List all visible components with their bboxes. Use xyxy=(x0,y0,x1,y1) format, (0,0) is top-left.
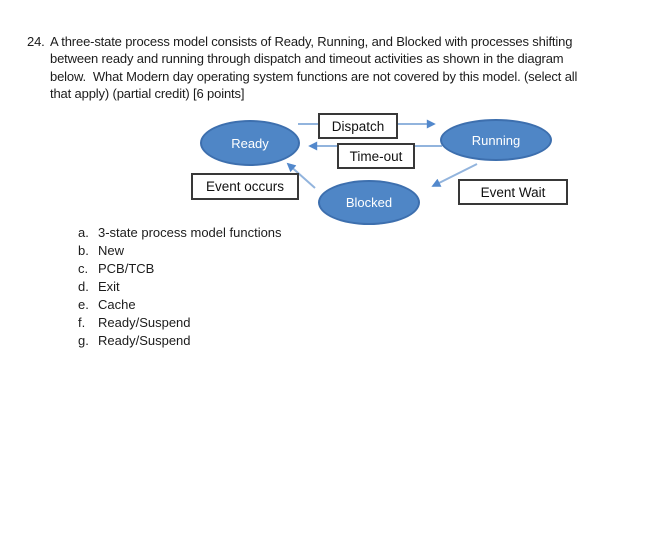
option-row: c. PCB/TCB xyxy=(78,260,282,278)
option-text: Exit xyxy=(98,279,120,294)
option-row: f. Ready/Suspend xyxy=(78,314,282,332)
transition-label-dispatch: Dispatch xyxy=(318,113,398,139)
option-letter: b. xyxy=(78,243,89,258)
option-letter: c. xyxy=(78,261,89,276)
option-letter: d. xyxy=(78,279,89,294)
transition-label-timeout: Time-out xyxy=(337,143,415,169)
option-text: PCB/TCB xyxy=(98,261,155,276)
option-text: Cache xyxy=(98,297,136,312)
option-row: g. Ready/Suspend xyxy=(78,332,282,350)
option-text: New xyxy=(98,243,125,258)
state-ellipse-ready: Ready xyxy=(200,120,300,166)
question-line: between ready and running through dispat… xyxy=(50,51,564,67)
option-text: 3-state process model functions xyxy=(98,225,282,240)
option-letter: e. xyxy=(78,297,89,312)
question-line: A three-state process model consists of … xyxy=(50,34,573,49)
question-line: that apply) (partial credit) [6 points] xyxy=(50,86,245,102)
transition-label-event-wait: Event Wait xyxy=(458,179,568,205)
option-row: e. Cache xyxy=(78,296,282,314)
option-text: Ready/Suspend xyxy=(98,333,191,348)
arrow-event-occurs-blocked-to-ready xyxy=(286,162,316,189)
options-list: a. 3-state process model functions b. Ne… xyxy=(78,224,282,350)
state-ellipse-running: Running xyxy=(440,119,552,161)
option-letter: f. xyxy=(78,315,86,330)
option-letter: g. xyxy=(78,333,89,348)
option-text: Ready/Suspend xyxy=(98,315,191,330)
question-text: A three-state process model consists of … xyxy=(50,33,577,103)
state-ellipse-blocked: Blocked xyxy=(318,180,420,225)
option-row: d. Exit xyxy=(78,278,282,296)
transition-label-event-occurs: Event occurs xyxy=(191,173,299,200)
question-number: 24. xyxy=(27,34,45,49)
option-row: b. New xyxy=(78,242,282,260)
question-block: 24. A three-state process model consists… xyxy=(27,33,577,103)
question-line: below. What Modern day operating system … xyxy=(50,68,578,84)
option-row: a. 3-state process model functions xyxy=(78,224,282,242)
option-letter: a. xyxy=(78,225,89,240)
arrow-event-wait-running-to-blocked xyxy=(431,163,478,187)
